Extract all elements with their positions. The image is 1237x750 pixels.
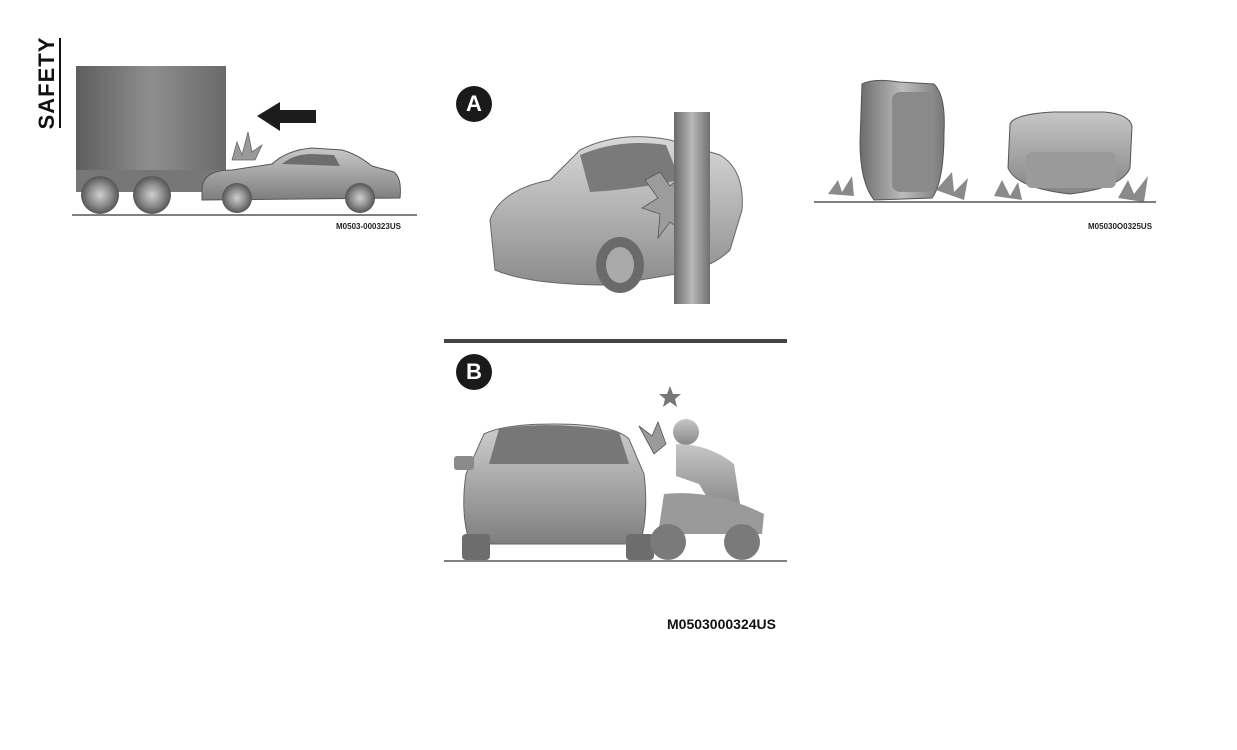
pole-collision-illustration xyxy=(489,112,743,304)
motorcycle-collision-illustration xyxy=(444,386,787,562)
truck-collision-illustration xyxy=(72,66,417,216)
section-rule xyxy=(59,38,61,128)
figure-code-323: M0503-000323US xyxy=(336,222,401,231)
rollover-illustration xyxy=(814,79,1156,203)
figure-truck-collision xyxy=(72,60,422,220)
section-tab: SAFETY xyxy=(34,36,60,130)
panel-a-badge: A xyxy=(456,86,492,122)
figure-motorcycle-collision xyxy=(444,384,789,564)
panel-divider xyxy=(444,339,787,343)
figure-code-324: M0503000324US xyxy=(667,616,776,632)
section-title: SAFETY xyxy=(34,36,59,130)
figure-pole-collision xyxy=(470,110,770,310)
panel-b-badge: B xyxy=(456,354,492,390)
figure-code-325: M05030O0325US xyxy=(1088,222,1153,231)
figure-rollover xyxy=(814,72,1159,212)
